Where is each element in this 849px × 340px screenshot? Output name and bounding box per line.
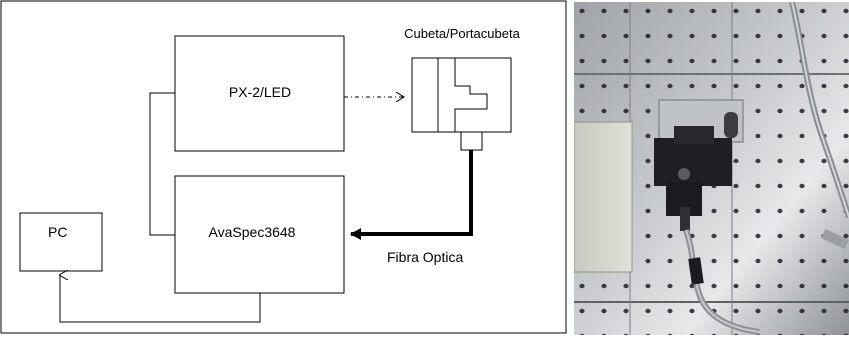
pc-box	[20, 213, 102, 271]
px2-led-label: PX-2/LED	[229, 84, 291, 100]
spectrometer-label: AvaSpec3648	[209, 224, 296, 240]
fiber-connector	[461, 132, 482, 150]
pc-label: PC	[48, 224, 67, 240]
setup-photo	[574, 2, 849, 335]
cuvette-label: Cubeta/Portacubeta	[404, 26, 520, 41]
fiber-label: Fibra Optica	[387, 249, 463, 265]
led-source-box	[574, 122, 632, 272]
block-diagram: PX-2/LED AvaSpec3648 PC Cubeta/Portacube…	[0, 0, 569, 335]
